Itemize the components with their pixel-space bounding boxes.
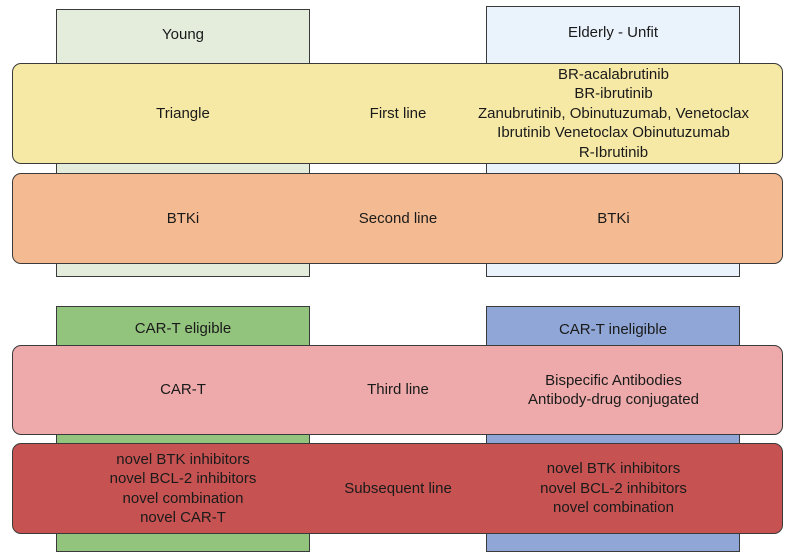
- third-line-eligible-cell: CAR-T: [13, 346, 353, 434]
- first-line-elderly-item: Zanubrutinib, Obinutuzumab, Venetoclax: [477, 104, 749, 122]
- second-line-young-text: BTKi: [166, 209, 200, 227]
- third-line-ineligible-item: Antibody-drug conjugated: [528, 391, 699, 408]
- second-line-young-cell: BTKi: [13, 174, 353, 263]
- second-line-label-text: Second line: [358, 209, 438, 227]
- second-line-elderly-text: BTKi: [597, 209, 630, 227]
- subsequent-line-ineligible-item: novel BTK inhibitors: [546, 460, 681, 478]
- subsequent-line-eligible-item: novel BCL-2 inhibitors: [109, 470, 257, 487]
- first-line-elderly-item: R-Ibrutinib: [578, 143, 649, 161]
- subsequent-line-ineligible-item: novel BCL-2 inhibitors: [540, 479, 687, 497]
- second-line-band: BTKi Second line BTKi: [12, 173, 783, 264]
- car-t-eligible-column-label: CAR-T eligible: [134, 320, 232, 337]
- subsequent-line-label-text: Subsequent line: [344, 479, 452, 497]
- second-line-label: Second line: [323, 174, 473, 263]
- third-line-ineligible-cell: Bispecific Antibodies Antibody-drug conj…: [453, 346, 774, 434]
- young-column-label: Young: [162, 26, 204, 43]
- subsequent-line-eligible-item: novel BTK inhibitors: [116, 450, 250, 468]
- elderly-unfit-column-label: Elderly - Unfit: [567, 24, 659, 41]
- subsequent-line-eligible-item: novel combination: [122, 489, 244, 507]
- subsequent-line-label: Subsequent line: [323, 444, 473, 533]
- second-line-elderly-cell: BTKi: [453, 174, 774, 263]
- subsequent-line-band: novel BTK inhibitors novel BCL-2 inhibit…: [12, 443, 783, 534]
- first-line-band: Triangle First line BR-acalabrutinib BR-…: [12, 63, 783, 164]
- third-line-label: Third line: [323, 346, 473, 434]
- first-line-young-text: Triangle: [156, 104, 210, 122]
- first-line-label-text: First line: [369, 104, 427, 122]
- subsequent-line-ineligible-cell: novel BTK inhibitors novel BCL-2 inhibit…: [453, 444, 774, 533]
- third-line-band: CAR-T Third line Bispecific Antibodies A…: [12, 345, 783, 435]
- first-line-label: First line: [323, 64, 473, 163]
- third-line-eligible-text: CAR-T: [160, 381, 206, 399]
- third-line-ineligible-item: Bispecific Antibodies: [545, 371, 682, 389]
- first-line-elderly-item: BR-acalabrutinib: [558, 65, 669, 83]
- car-t-ineligible-column-label: CAR-T ineligible: [558, 321, 668, 338]
- first-line-elderly-item: BR-ibrutinib: [574, 85, 653, 103]
- first-line-elderly-item: Ibrutinib Venetoclax Obinutuzumab: [497, 124, 730, 142]
- subsequent-line-ineligible-item: novel combination: [553, 499, 674, 517]
- third-line-label-text: Third line: [367, 381, 429, 399]
- first-line-elderly-cell: BR-acalabrutinib BR-ibrutinib Zanubrutin…: [453, 64, 774, 163]
- first-line-young-cell: Triangle: [13, 64, 353, 163]
- subsequent-line-eligible-item: novel CAR-T: [140, 509, 226, 526]
- subsequent-line-eligible-cell: novel BTK inhibitors novel BCL-2 inhibit…: [13, 444, 353, 533]
